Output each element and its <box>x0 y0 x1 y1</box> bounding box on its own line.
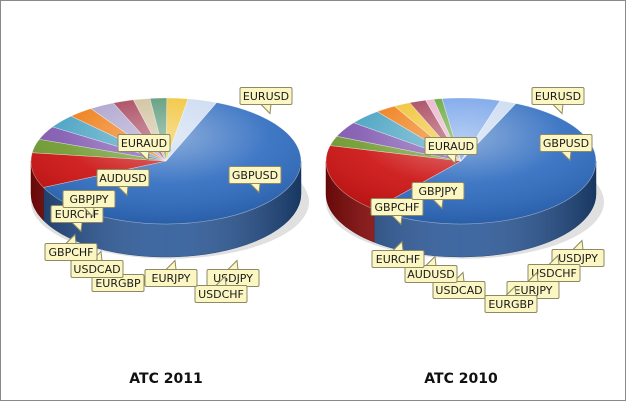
data-label-text: AUDUSD <box>407 268 455 281</box>
data-label-audusd: AUDUSD <box>96 169 150 197</box>
data-label-usdchf: USDCHF <box>194 275 248 303</box>
data-label-box <box>531 87 585 105</box>
pie-gloss <box>326 98 596 224</box>
data-label-text: EURGBP <box>488 298 534 311</box>
pie-side-shading <box>326 161 596 257</box>
data-label-eurjpy: EURJPY <box>506 271 560 299</box>
data-label-pointer <box>424 255 437 266</box>
data-label-text: USDCHF <box>531 267 577 280</box>
data-label-box <box>239 87 293 105</box>
data-label-box <box>424 137 478 155</box>
data-label-euraud: EURAUD <box>117 134 171 162</box>
data-label-box <box>432 281 486 299</box>
data-label-eurgbp: EURGBP <box>484 285 538 313</box>
data-label-text: EURJPY <box>152 272 191 285</box>
data-label-box <box>228 166 282 184</box>
data-label-text: EURGBP <box>95 277 141 290</box>
data-label-text: USDCAD <box>435 284 482 297</box>
data-label-eurusd: EURUSD <box>531 87 585 115</box>
data-label-pointer <box>259 104 272 115</box>
data-label-usdcad: USDCAD <box>70 250 124 278</box>
pie-side-shading <box>31 161 301 257</box>
data-label-box <box>411 182 465 200</box>
data-label-eurusd: EURUSD <box>239 87 293 115</box>
chart-title: ATC 2011 <box>129 371 202 387</box>
data-label-text: USDCAD <box>73 263 120 276</box>
data-label-usdjpy: USDJPY <box>551 239 605 267</box>
data-label-audusd: AUDUSD <box>404 255 458 283</box>
chart-title: ATC 2010 <box>424 371 498 387</box>
data-label-text: GBPUSD <box>232 169 278 182</box>
data-label-box <box>144 269 198 287</box>
data-label-text: USDCHF <box>198 288 244 301</box>
data-label-pointer <box>571 239 584 250</box>
data-label-box <box>62 190 116 208</box>
data-label-gbpusd: GBPUSD <box>228 166 282 194</box>
data-label-pointer <box>164 259 177 270</box>
data-label-pointer <box>226 259 239 270</box>
data-label-text: EURUSD <box>243 90 289 103</box>
data-label-text: GBPJPY <box>418 185 457 198</box>
data-label-euraud: EURAUD <box>424 137 478 165</box>
data-label-text: EURAUD <box>121 137 167 150</box>
data-label-usdjpy: USDJPY <box>206 259 260 287</box>
data-label-box <box>371 250 425 268</box>
data-label-text: EURJPY <box>514 284 553 297</box>
data-label-eurjpy: EURJPY <box>144 259 198 287</box>
data-label-text: USDJPY <box>558 252 598 265</box>
data-label-gbpchf: GBPCHF <box>44 233 98 261</box>
data-label-text: EURCHF <box>376 253 420 266</box>
data-label-box <box>404 265 458 283</box>
data-label-text: GBPJPY <box>69 193 108 206</box>
data-label-box <box>370 198 424 216</box>
data-label-text: GBPCHF <box>375 201 420 214</box>
data-label-box <box>194 285 248 303</box>
data-label-eurchf: EURCHF <box>371 240 425 268</box>
data-label-text: GBPUSD <box>543 137 589 150</box>
data-label-gbpjpy: GBPJPY <box>62 190 116 218</box>
data-label-text: GBPCHF <box>49 246 94 259</box>
data-label-text: AUDUSD <box>99 172 147 185</box>
data-label-box <box>44 243 98 261</box>
data-label-pointer <box>551 104 564 115</box>
data-label-gbpchf: GBPCHF <box>370 198 424 226</box>
data-label-text: EURUSD <box>535 90 581 103</box>
data-label-box <box>539 134 593 152</box>
data-label-box <box>117 134 171 152</box>
data-label-box <box>484 295 538 313</box>
data-label-text: EURAUD <box>428 140 474 153</box>
data-label-gbpusd: GBPUSD <box>539 134 593 162</box>
data-label-box <box>96 169 150 187</box>
data-label-gbpjpy: GBPJPY <box>411 182 465 210</box>
